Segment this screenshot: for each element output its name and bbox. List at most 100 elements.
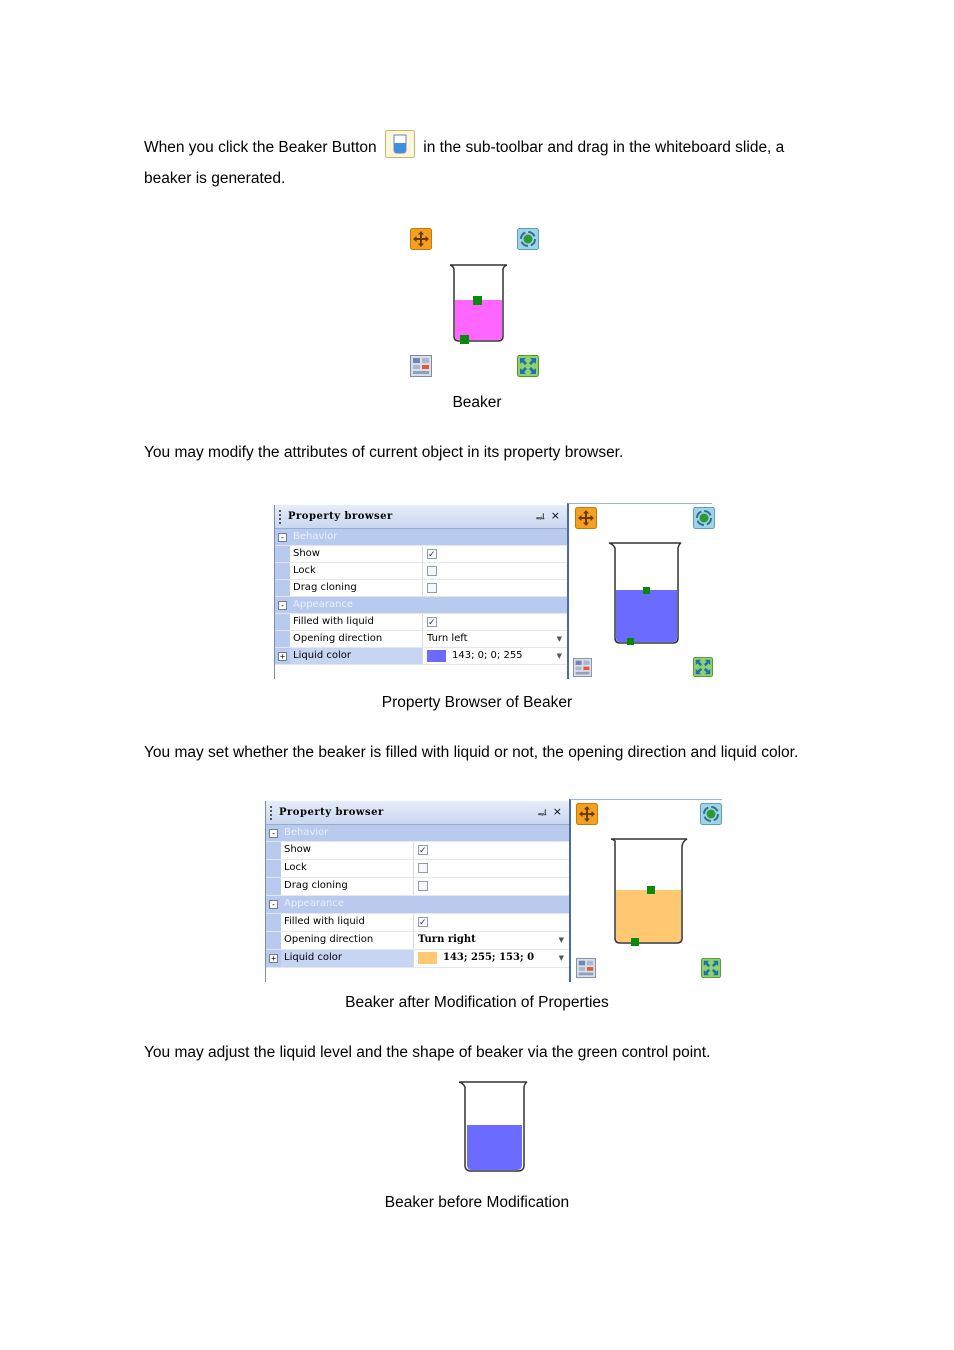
rotate-icon[interactable] [693, 507, 715, 529]
property-browser-title: Property browser [288, 511, 393, 522]
shape-control-point[interactable] [627, 638, 634, 645]
row-lock[interactable]: Lock [275, 563, 567, 580]
row-opening-direction[interactable]: Opening direction Turn right▼ [266, 932, 569, 950]
row-drag-cloning[interactable]: Drag cloning [266, 878, 569, 896]
opening-direction-select[interactable]: Turn left ▼ [423, 631, 567, 647]
property-browser-titlebar: Property browser ᆗ × [266, 801, 569, 825]
dropdown-arrow-icon[interactable]: ▼ [556, 635, 562, 643]
color-swatch [427, 650, 446, 662]
resize-icon[interactable] [701, 958, 721, 978]
row-label: Liquid color [281, 950, 414, 967]
show-checkbox[interactable] [427, 547, 437, 563]
move-icon[interactable] [410, 228, 432, 250]
row-label: Lock [290, 563, 423, 579]
drag-cloning-checkbox[interactable] [418, 881, 428, 891]
collapse-icon[interactable]: - [278, 533, 287, 542]
category-label: Behavior [284, 827, 329, 838]
shape-control-point[interactable] [460, 335, 469, 344]
drag-cloning-checkbox[interactable] [427, 583, 437, 593]
intro-text-line2: beaker is generated. [144, 170, 286, 187]
resize-icon[interactable] [517, 355, 539, 377]
category-appearance[interactable]: - Appearance [275, 597, 567, 614]
row-lock[interactable]: Lock [266, 860, 569, 878]
intro-paragraph: When you click the Beaker Button in the … [144, 130, 810, 194]
close-icon[interactable]: × [550, 509, 560, 522]
opening-direction-select[interactable]: Turn right▼ [414, 932, 569, 949]
filled-checkbox[interactable] [427, 615, 437, 631]
beaker-shape [458, 1081, 528, 1172]
grip-icon[interactable] [279, 510, 281, 524]
expand-icon[interactable]: + [278, 652, 287, 661]
pin-icon[interactable]: ᆗ [537, 810, 547, 821]
beaker-button-icon [384, 130, 415, 158]
row-label: Liquid color [290, 648, 423, 664]
figure2-caption: Property Browser of Beaker [381, 694, 573, 711]
color-swatch [418, 952, 437, 964]
row-label: Drag cloning [290, 580, 423, 596]
collapse-icon[interactable]: - [269, 900, 278, 909]
resize-icon[interactable] [693, 657, 713, 677]
pin-icon[interactable]: ᆗ [535, 514, 545, 525]
show-checkbox[interactable] [418, 843, 428, 859]
liquid-color-value: 143; 0; 0; 255 [452, 650, 523, 661]
figure1-caption: Beaker [452, 394, 502, 411]
intro-text-after: in the sub-toolbar and drag in the white… [423, 139, 785, 156]
properties-icon[interactable] [576, 958, 596, 978]
row-label: Filled with liquid [281, 914, 414, 931]
rotate-icon[interactable] [517, 228, 539, 250]
paragraph-4: You may adjust the liquid level and the … [144, 1044, 711, 1061]
level-control-point[interactable] [647, 886, 655, 894]
filled-checkbox[interactable] [418, 915, 428, 931]
figure3-caption: Beaker after Modification of Properties [345, 994, 609, 1011]
move-icon[interactable] [575, 507, 597, 529]
figure4-caption: Beaker before Modification [384, 1194, 570, 1211]
paragraph-3: You may set whether the beaker is filled… [144, 744, 799, 761]
rotate-icon[interactable] [700, 803, 722, 825]
row-liquid-color[interactable]: + Liquid color 143; 255; 153; 0▼ [266, 950, 569, 968]
category-behavior[interactable]: - Behavior [275, 529, 567, 546]
row-opening-direction[interactable]: Opening direction Turn left ▼ [275, 631, 567, 648]
dropdown-arrow-icon[interactable]: ▼ [556, 652, 562, 660]
shape-control-point[interactable] [631, 938, 639, 946]
close-icon[interactable]: × [552, 805, 562, 818]
lock-checkbox[interactable] [427, 566, 437, 576]
row-filled-with-liquid[interactable]: Filled with liquid [275, 614, 567, 631]
row-label: Drag cloning [281, 878, 414, 895]
canvas-preview-1 [567, 503, 712, 679]
category-label: Behavior [293, 531, 338, 542]
row-label: Lock [281, 860, 414, 877]
row-show[interactable]: Show [266, 842, 569, 860]
canvas-preview-2 [569, 799, 722, 982]
intro-text-before: When you click the Beaker Button [144, 139, 377, 156]
properties-icon[interactable] [410, 355, 432, 377]
grip-icon[interactable] [270, 806, 272, 820]
row-label: Opening direction [290, 631, 423, 647]
dropdown-arrow-icon[interactable]: ▼ [558, 953, 564, 962]
category-appearance[interactable]: - Appearance [266, 896, 569, 914]
row-drag-cloning[interactable]: Drag cloning [275, 580, 567, 597]
level-control-point[interactable] [643, 587, 650, 594]
row-liquid-color[interactable]: + Liquid color 143; 0; 0; 255 ▼ [275, 648, 567, 665]
beaker-shape[interactable] [607, 540, 683, 648]
figure-beaker [400, 220, 560, 385]
category-label: Appearance [293, 599, 354, 610]
row-show[interactable]: Show [275, 546, 567, 563]
category-behavior[interactable]: - Behavior [266, 825, 569, 842]
beaker-shape[interactable] [611, 836, 691, 948]
row-filled-with-liquid[interactable]: Filled with liquid [266, 914, 569, 932]
collapse-icon[interactable]: - [278, 601, 287, 610]
level-control-point[interactable] [473, 296, 482, 305]
row-label: Filled with liquid [290, 614, 423, 630]
collapse-icon[interactable]: - [269, 829, 278, 838]
opening-direction-value: Turn left [427, 633, 468, 644]
expand-icon[interactable]: + [269, 954, 278, 963]
lock-checkbox[interactable] [418, 863, 428, 873]
dropdown-arrow-icon[interactable]: ▼ [558, 935, 564, 944]
move-icon[interactable] [576, 803, 598, 825]
category-label: Appearance [284, 898, 345, 909]
beaker-shape[interactable] [445, 260, 507, 348]
liquid-color-select[interactable]: 143; 0; 0; 255 ▼ [423, 648, 567, 664]
row-label: Show [290, 546, 423, 562]
liquid-color-select[interactable]: 143; 255; 153; 0▼ [414, 950, 569, 967]
properties-icon[interactable] [573, 658, 592, 677]
